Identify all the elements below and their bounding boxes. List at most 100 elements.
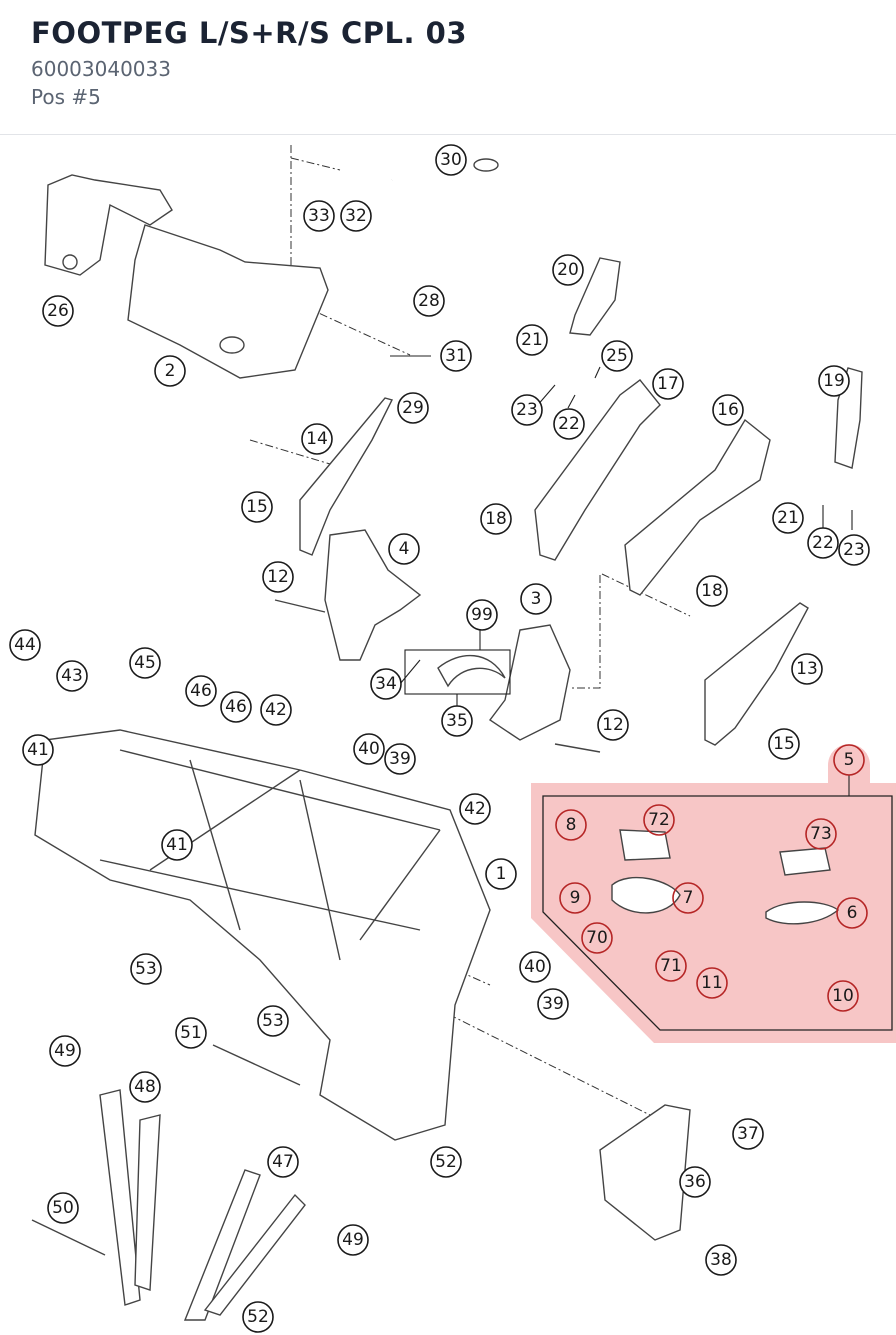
callout-label: 23 xyxy=(516,400,538,420)
callout-40[interactable]: 40 xyxy=(519,951,551,983)
part-drawings xyxy=(31,158,863,1321)
callout-19[interactable]: 19 xyxy=(818,365,850,397)
callout-label: 35 xyxy=(446,711,468,731)
callout-29[interactable]: 29 xyxy=(397,392,429,424)
callout-5[interactable]: 5 xyxy=(833,744,865,776)
callout-99[interactable]: 99 xyxy=(466,599,498,631)
callout-label: 71 xyxy=(660,956,682,976)
callout-13[interactable]: 13 xyxy=(791,653,823,685)
callout-33[interactable]: 33 xyxy=(303,200,335,232)
callout-47[interactable]: 47 xyxy=(267,1146,299,1178)
callout-46[interactable]: 46 xyxy=(220,691,252,723)
callout-label: 40 xyxy=(524,957,546,977)
callout-32[interactable]: 32 xyxy=(340,200,372,232)
callout-label: 48 xyxy=(134,1077,156,1097)
callout-48[interactable]: 48 xyxy=(129,1071,161,1103)
callout-22[interactable]: 22 xyxy=(807,527,839,559)
callout-15[interactable]: 15 xyxy=(768,728,800,760)
callout-12[interactable]: 12 xyxy=(262,561,294,593)
callout-71[interactable]: 71 xyxy=(655,950,687,982)
callout-40[interactable]: 40 xyxy=(353,733,385,765)
callout-12[interactable]: 12 xyxy=(597,709,629,741)
callout-25[interactable]: 25 xyxy=(601,340,633,372)
callout-53[interactable]: 53 xyxy=(257,1005,289,1037)
callout-label: 14 xyxy=(306,429,328,449)
callout-label: 40 xyxy=(358,739,380,759)
callout-4[interactable]: 4 xyxy=(388,533,420,565)
callout-10[interactable]: 10 xyxy=(827,980,859,1012)
callout-72[interactable]: 72 xyxy=(643,804,675,836)
callout-23[interactable]: 23 xyxy=(511,394,543,426)
callout-label: 15 xyxy=(773,734,795,754)
callout-14[interactable]: 14 xyxy=(301,423,333,455)
callout-label: 70 xyxy=(586,928,608,948)
callout-label: 53 xyxy=(135,959,157,979)
callout-44[interactable]: 44 xyxy=(9,629,41,661)
highlight-region-5 xyxy=(531,744,896,1043)
callout-73[interactable]: 73 xyxy=(805,818,837,850)
callout-2[interactable]: 2 xyxy=(154,355,186,387)
callout-31[interactable]: 31 xyxy=(440,340,472,372)
callout-label: 45 xyxy=(134,653,156,673)
callout-label: 72 xyxy=(648,810,670,830)
callout-label: 22 xyxy=(558,414,580,434)
callout-label: 52 xyxy=(435,1152,457,1172)
callout-50[interactable]: 50 xyxy=(47,1192,79,1224)
callout-38[interactable]: 38 xyxy=(705,1244,737,1276)
callout-35[interactable]: 35 xyxy=(441,705,473,737)
callout-70[interactable]: 70 xyxy=(581,922,613,954)
callout-20[interactable]: 20 xyxy=(552,254,584,286)
callout-17[interactable]: 17 xyxy=(652,368,684,400)
callout-39[interactable]: 39 xyxy=(537,988,569,1020)
callout-26[interactable]: 26 xyxy=(42,295,74,327)
callout-label: 28 xyxy=(418,291,440,311)
callout-11[interactable]: 11 xyxy=(696,967,728,999)
callout-15[interactable]: 15 xyxy=(241,491,273,523)
callout-49[interactable]: 49 xyxy=(49,1035,81,1067)
callout-51[interactable]: 51 xyxy=(175,1017,207,1049)
callout-42[interactable]: 42 xyxy=(459,793,491,825)
callout-42[interactable]: 42 xyxy=(260,694,292,726)
callout-21[interactable]: 21 xyxy=(772,502,804,534)
callout-label: 20 xyxy=(557,260,579,280)
callout-label: 8 xyxy=(566,815,577,835)
callout-8[interactable]: 8 xyxy=(555,809,587,841)
callout-label: 44 xyxy=(14,635,36,655)
callout-3[interactable]: 3 xyxy=(520,583,552,615)
callout-39[interactable]: 39 xyxy=(384,743,416,775)
callout-52[interactable]: 52 xyxy=(242,1301,274,1333)
callout-label: 52 xyxy=(247,1307,269,1327)
callout-49[interactable]: 49 xyxy=(337,1224,369,1256)
callout-6[interactable]: 6 xyxy=(836,897,868,929)
callout-34[interactable]: 34 xyxy=(370,668,402,700)
callout-43[interactable]: 43 xyxy=(56,660,88,692)
callout-22[interactable]: 22 xyxy=(553,408,585,440)
callout-18[interactable]: 18 xyxy=(696,575,728,607)
callout-46[interactable]: 46 xyxy=(185,675,217,707)
callout-30[interactable]: 30 xyxy=(435,144,467,176)
callout-label: 42 xyxy=(464,799,486,819)
callout-label: 12 xyxy=(602,715,624,735)
callout-1[interactable]: 1 xyxy=(485,858,517,890)
callout-37[interactable]: 37 xyxy=(732,1118,764,1150)
callout-label: 32 xyxy=(345,206,367,226)
callout-label: 30 xyxy=(440,150,462,170)
callout-23[interactable]: 23 xyxy=(838,534,870,566)
callout-label: 4 xyxy=(399,539,410,559)
callout-label: 23 xyxy=(843,540,865,560)
callout-7[interactable]: 7 xyxy=(672,882,704,914)
callout-45[interactable]: 45 xyxy=(129,647,161,679)
callout-41[interactable]: 41 xyxy=(161,829,193,861)
callout-9[interactable]: 9 xyxy=(559,882,591,914)
callout-36[interactable]: 36 xyxy=(679,1166,711,1198)
callout-28[interactable]: 28 xyxy=(413,285,445,317)
callout-53[interactable]: 53 xyxy=(130,953,162,985)
callout-52[interactable]: 52 xyxy=(430,1146,462,1178)
callouts: 30 33 32 20 28 26 21 25 31 2 19 17 29 23… xyxy=(9,144,870,1333)
callout-16[interactable]: 16 xyxy=(712,394,744,426)
callout-18[interactable]: 18 xyxy=(480,503,512,535)
callout-label: 31 xyxy=(445,346,467,366)
callout-41[interactable]: 41 xyxy=(22,734,54,766)
callout-label: 21 xyxy=(777,508,799,528)
callout-21[interactable]: 21 xyxy=(516,324,548,356)
